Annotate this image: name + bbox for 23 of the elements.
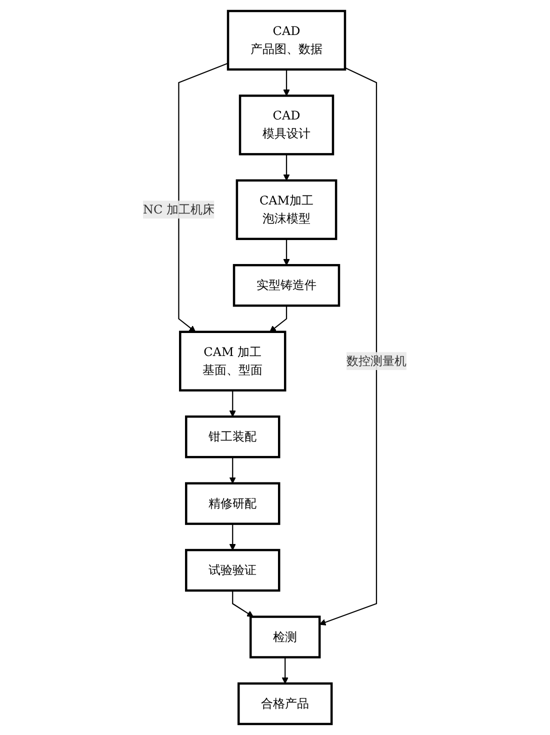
- edge-label: 数控测量机: [346, 354, 407, 368]
- node-box: 检测: [250, 616, 321, 658]
- node-box: CAD 产品图、数据: [227, 10, 346, 71]
- node-box: CAD 模具设计: [239, 94, 334, 156]
- arrow: [178, 62, 228, 332]
- node-box: 试验验证: [185, 548, 280, 592]
- arrow: [283, 69, 290, 96]
- arrow: [320, 67, 378, 626]
- edge-label: NC 加工机床: [143, 202, 215, 216]
- node-box: 合格产品: [238, 682, 333, 726]
- node-box: 实型铸造件: [233, 264, 340, 307]
- node-box: CAM 加工 基面、型面: [179, 330, 286, 392]
- arrow: [230, 524, 236, 550]
- arrow: [282, 657, 289, 684]
- arrow: [230, 390, 236, 417]
- arrow: [232, 590, 254, 618]
- arrow: [230, 457, 236, 484]
- node-box: 钳工装配: [185, 415, 280, 458]
- arrow: [270, 306, 288, 332]
- arrow: [283, 238, 290, 266]
- node-box: 精修研配: [185, 482, 280, 525]
- node-box: CAM加工 泡沫模型: [236, 179, 338, 240]
- arrow: [283, 154, 290, 181]
